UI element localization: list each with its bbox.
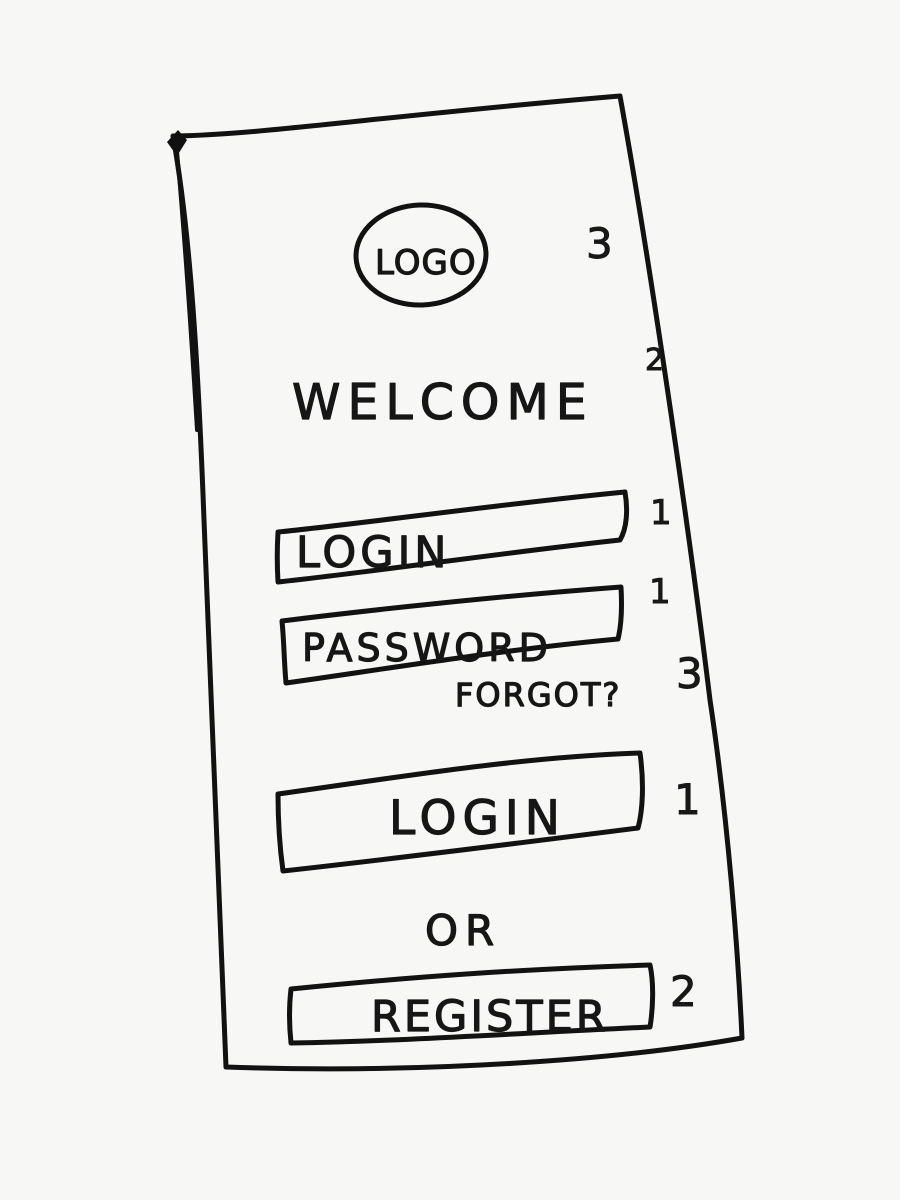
logo-text: LOGO: [375, 243, 477, 283]
login-button-label: LOGIN: [389, 791, 566, 846]
register-button-border[interactable]: [287, 962, 656, 1046]
forgot-link[interactable]: FORGOT?: [454, 675, 621, 714]
register-button-label: REGISTER: [371, 992, 609, 1042]
register-button[interactable]: REGISTER: [287, 962, 656, 1046]
register-button-priority: 2: [670, 967, 697, 1016]
phone-frame-shadow-stroke: [174, 138, 199, 432]
logo-circle: [353, 202, 489, 308]
welcome-heading: WELCOME: [292, 374, 594, 431]
login-input[interactable]: LOGIN: [274, 489, 630, 585]
password-input[interactable]: PASSWORD: [279, 584, 625, 686]
logo-priority: 3: [586, 219, 613, 268]
password-input-border[interactable]: [279, 584, 625, 686]
login-input-priority: 1: [650, 493, 672, 533]
phone-corner-dot: [167, 130, 187, 156]
login-button-priority: 1: [674, 775, 701, 824]
login-input-placeholder: LOGIN: [296, 528, 450, 578]
logo: LOGO: [353, 202, 489, 308]
password-input-placeholder: PASSWORD: [302, 626, 552, 670]
forgot-priority: 3: [676, 649, 703, 698]
login-input-border[interactable]: [274, 489, 630, 585]
login-button-border[interactable]: [275, 750, 645, 874]
login-button[interactable]: LOGIN: [275, 750, 645, 874]
welcome-priority: 2: [645, 343, 664, 378]
phone-frame: [170, 93, 745, 1072]
or-text: OR: [425, 906, 501, 955]
password-input-priority: 1: [649, 572, 671, 612]
